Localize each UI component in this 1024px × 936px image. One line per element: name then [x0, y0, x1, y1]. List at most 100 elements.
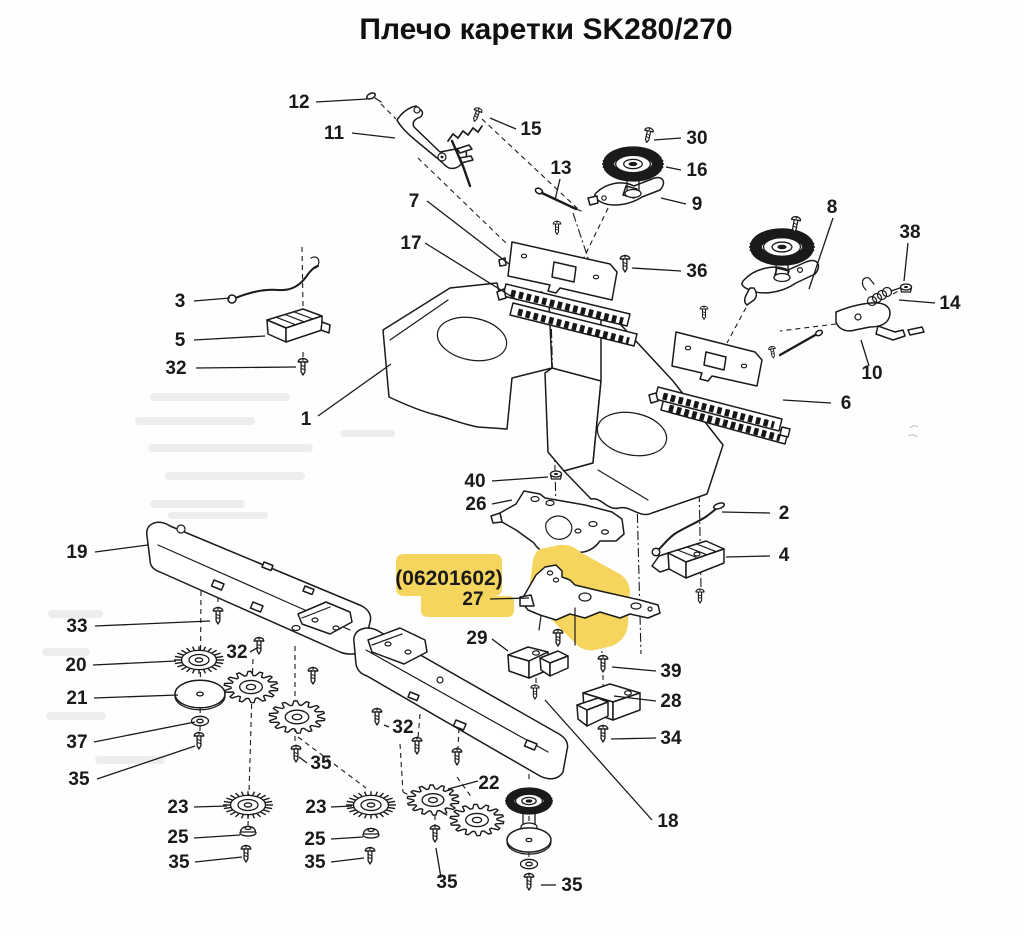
- part-label: (06201602): [395, 567, 502, 590]
- part-label: 5: [175, 330, 186, 351]
- part-label: 17: [400, 233, 421, 254]
- part-28-block: [576, 683, 641, 727]
- part-label: 36: [686, 261, 707, 282]
- part-label: 18: [657, 811, 678, 832]
- leader-line: [489, 597, 530, 600]
- part-label: 3: [175, 291, 186, 312]
- part-label: 23: [305, 797, 326, 818]
- part-11-lever: [396, 105, 474, 188]
- part-label: 35: [310, 753, 332, 774]
- part-label: 15: [520, 119, 542, 140]
- leader-line: [611, 666, 657, 672]
- part-1-base-plate: [382, 282, 724, 516]
- part-label: 4: [779, 545, 790, 566]
- part-10-bracket: [835, 302, 925, 341]
- part-26-bracket: [490, 490, 625, 555]
- leader-line: [330, 857, 365, 863]
- part-label: 23: [167, 797, 188, 818]
- gear-wheel: [223, 670, 279, 704]
- part-label: 21: [66, 688, 88, 709]
- leader-line: [435, 847, 442, 879]
- brush-wheel: [223, 791, 273, 819]
- part-label: 14: [939, 293, 961, 314]
- screw: [364, 846, 376, 865]
- screw: [619, 254, 631, 273]
- leader-line: [193, 335, 266, 341]
- screw: [212, 606, 224, 625]
- washer: [519, 858, 539, 870]
- leader-line: [424, 242, 518, 301]
- washer-disc: [174, 679, 226, 711]
- part-label: 27: [462, 589, 483, 610]
- leader-line: [808, 217, 834, 290]
- part-14-spring: [861, 277, 901, 307]
- part-label: 12: [288, 92, 309, 113]
- part-29-block: [507, 646, 569, 679]
- part-label: 6: [841, 393, 852, 414]
- part-label: 16: [686, 160, 707, 181]
- leader-line: [93, 721, 196, 743]
- screw: [699, 305, 709, 320]
- part-label: 35: [561, 875, 583, 896]
- part-15-spring: [447, 125, 483, 142]
- leader-line: [94, 544, 149, 553]
- part-label: 2: [779, 503, 790, 524]
- part-label: 1: [301, 409, 312, 430]
- cap-nut: [239, 825, 257, 837]
- part-8-bracket: [741, 259, 820, 306]
- part-2-wire: [651, 502, 726, 557]
- leader-line: [860, 339, 870, 367]
- leader-line: [725, 555, 771, 558]
- hex-nut: [549, 470, 563, 480]
- screw: [790, 215, 802, 233]
- part-label: 37: [66, 732, 87, 753]
- leader-line: [782, 399, 832, 404]
- felt-dial-disc: [505, 787, 553, 832]
- part-label: 19: [66, 542, 87, 563]
- part-label: 26: [465, 494, 486, 515]
- part-12-pin: [366, 92, 382, 103]
- felt-dial-disc: [602, 146, 664, 199]
- leader-line: [613, 695, 657, 702]
- part-label: 40: [464, 471, 485, 492]
- screw: [451, 747, 463, 766]
- part-label: 34: [660, 728, 682, 749]
- part-13-pin: [534, 187, 582, 212]
- leader-line: [195, 366, 297, 369]
- part-label: 33: [66, 616, 87, 637]
- leader-line: [554, 178, 561, 201]
- gear-wheel: [268, 700, 326, 734]
- gear-wheel: [406, 784, 460, 816]
- leader-line: [491, 638, 509, 652]
- part-label: 29: [466, 628, 487, 649]
- part-label: 10: [861, 363, 882, 384]
- screw: [429, 824, 441, 843]
- part-label: 22: [478, 773, 499, 794]
- screw: [695, 588, 705, 604]
- leader-line: [298, 756, 308, 764]
- part-label: 11: [324, 123, 345, 144]
- leader-line: [903, 242, 909, 282]
- leader-line: [653, 137, 682, 141]
- leader-line: [660, 197, 687, 205]
- leader-line: [351, 132, 396, 139]
- leader-line: [447, 780, 479, 790]
- leader-line: [721, 511, 771, 514]
- leader-line: [193, 834, 241, 839]
- part-6-needle-rail: [648, 329, 824, 445]
- screw: [597, 654, 609, 673]
- part-label: 20: [65, 655, 86, 676]
- cap-nut: [362, 827, 380, 839]
- leader-line: [665, 166, 682, 171]
- diagram-title: Плечо каретки SK280/270: [359, 13, 733, 46]
- screw: [371, 707, 383, 726]
- leader-line: [426, 200, 510, 265]
- part-18-arm: [353, 627, 569, 780]
- part-3-wire: [227, 256, 320, 304]
- leader-line: [489, 117, 517, 130]
- screw: [297, 357, 309, 376]
- screw: [193, 731, 205, 750]
- part-label: 35: [436, 872, 458, 893]
